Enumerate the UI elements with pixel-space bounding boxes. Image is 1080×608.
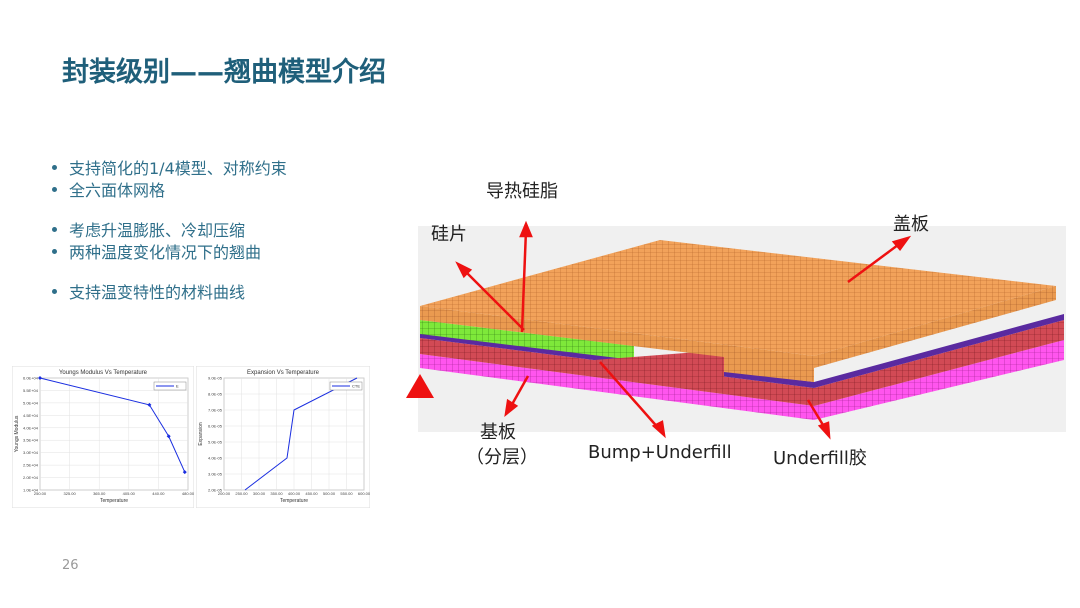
x-tick-label: 250.00	[34, 491, 47, 496]
x-tick-label: 400.00	[288, 491, 301, 496]
bullet-dot-icon	[52, 165, 57, 170]
label-die: 硅片	[431, 224, 467, 245]
series-line	[244, 377, 358, 491]
x-tick-label: 450.00	[305, 491, 318, 496]
y-tick-label: 2.0E-05	[208, 488, 223, 493]
x-tick-label: 600.00	[358, 491, 370, 496]
bullet-text: 两种温度变化情况下的翘曲	[69, 243, 262, 262]
arrow-bump	[599, 361, 661, 431]
x-tick-label: 250.00	[235, 491, 248, 496]
y-tick-label: 4.0E+04	[23, 425, 39, 430]
bullet-text: 考虑升温膨胀、冷却压缩	[69, 221, 246, 240]
x-tick-label: 325.00	[63, 491, 76, 496]
bullet-item: 支持温变特性的材料曲线	[52, 282, 287, 304]
x-tick-label: 500.00	[323, 491, 336, 496]
x-tick-label: 480.00	[182, 491, 194, 496]
y-tick-label: 8.0E-05	[208, 392, 223, 397]
label-bump: Bump+Underfill	[588, 442, 732, 463]
y-tick-label: 2.5E+04	[23, 463, 39, 468]
bullet-item: 全六面体网格	[52, 180, 287, 202]
die-front	[420, 320, 634, 360]
bullet-list: 支持简化的1/4模型、对称约束 全六面体网格 考虑升温膨胀、冷却压缩 两种温度变…	[52, 158, 287, 304]
y-tick-label: 5.5E+04	[23, 388, 39, 393]
chart-title: Youngs Modulus Vs Temperature	[59, 370, 148, 376]
data-point	[182, 470, 187, 475]
y-tick-label: 6.0E-05	[208, 424, 223, 429]
x-axis-label: Temperature	[280, 498, 308, 504]
arrow-lid-head-icon	[891, 235, 912, 252]
package-model-svg	[406, 220, 1066, 440]
plot-area	[39, 377, 189, 491]
bullet-item: 两种温度变化情况下的翘曲	[52, 242, 287, 264]
x-tick-label: 440.00	[152, 491, 165, 496]
x-tick-label: 300.00	[253, 491, 266, 496]
x-axis-label: Temperature	[100, 498, 128, 504]
data-point	[38, 376, 42, 380]
arrow-die	[461, 267, 525, 331]
bullet-text: 全六面体网格	[69, 181, 166, 200]
chart-title: Expansion Vs Temperature	[247, 370, 320, 376]
bullet-text: 支持温变特性的材料曲线	[69, 283, 246, 302]
bullet-dot-icon	[52, 289, 57, 294]
y-tick-label: 1.0E+04	[23, 488, 39, 493]
label-substrate: 基板	[480, 422, 516, 443]
y-tick-label: 5.0E+04	[23, 400, 39, 405]
label-tim: 导热硅脂	[486, 181, 558, 202]
lid-side-edge	[814, 286, 1056, 368]
x-tick-label: 350.00	[270, 491, 283, 496]
data-point	[147, 402, 152, 407]
x-tick-label: 200.00	[218, 491, 231, 496]
x-tick-label: 550.00	[340, 491, 353, 496]
label-substrate-sub: （分层）	[466, 447, 538, 468]
y-tick-label: 3.0E-05	[208, 472, 223, 477]
legend-label: CTE	[352, 384, 360, 389]
y-tick-label: 7.0E-05	[208, 408, 223, 413]
expansion-chart: Expansion Vs Temperature 2.0E-05 3.0E-05 4.…	[196, 366, 370, 508]
substrate-front	[420, 338, 814, 406]
slide-title: 封装级别——翘曲模型介绍	[62, 57, 386, 88]
bullet-item: 考虑升温膨胀、冷却压缩	[52, 220, 287, 242]
bump-region	[594, 350, 724, 380]
page-number: 26	[62, 558, 79, 573]
y-axis-label: Youngs Modulus	[14, 415, 20, 452]
y-tick-label: 2.0E+04	[23, 475, 39, 480]
y-tick-label: 4.0E-05	[208, 456, 223, 461]
y-axis-label: Expansion	[198, 422, 204, 446]
legend-label: E	[176, 384, 179, 389]
lid-top	[420, 240, 1056, 356]
series-line	[39, 377, 186, 473]
arrow-lid	[847, 240, 903, 284]
underfill-layer-side	[814, 340, 1064, 420]
data-point	[166, 434, 171, 439]
arrow-tim-head-icon	[519, 220, 533, 238]
arrow-underfill-head-icon	[817, 421, 831, 440]
lid-front-edge	[420, 306, 814, 368]
package-model	[404, 220, 1080, 446]
x-tick-label: 365.00	[93, 491, 106, 496]
y-tick-label: 3.0E+04	[23, 450, 39, 455]
arrow-tim	[520, 229, 528, 333]
substrate-side	[814, 320, 1064, 406]
youngs-modulus-chart: Youngs Modulus Vs Temperature 1.0E+04 2.0E…	[12, 366, 194, 508]
y-tick-label: 9.0E-05	[208, 376, 223, 381]
label-underfill: Underfill胶	[773, 448, 867, 469]
youngs-modulus-chart-svg: Youngs Modulus Vs Temperature 1.0E+04 2.0E…	[12, 366, 194, 508]
bullet-dot-icon	[52, 249, 57, 254]
y-tick-label: 6.0E+04	[23, 376, 39, 381]
bullet-text: 支持简化的1/4模型、对称约束	[69, 159, 287, 178]
label-lid: 盖板	[893, 214, 929, 235]
expansion-chart-svg: Expansion Vs Temperature 2.0E-05 3.0E-05 4.…	[196, 366, 370, 508]
y-tick-label: 5.0E-05	[208, 440, 223, 445]
arrow-substrate-head-icon	[504, 398, 519, 417]
arrow-bump-head-icon	[651, 420, 666, 439]
y-tick-label: 4.5E+04	[23, 413, 39, 418]
y-tick-label: 3.5E+04	[23, 438, 39, 443]
x-tick-label: 405.00	[123, 491, 136, 496]
underfill-layer-front	[420, 354, 814, 420]
arrow-die-head-icon	[455, 261, 473, 279]
bullet-dot-icon	[52, 187, 57, 192]
bullet-dot-icon	[52, 227, 57, 232]
constraint-marker-icon	[406, 374, 434, 398]
bullet-item: 支持简化的1/4模型、对称约束	[52, 158, 287, 180]
